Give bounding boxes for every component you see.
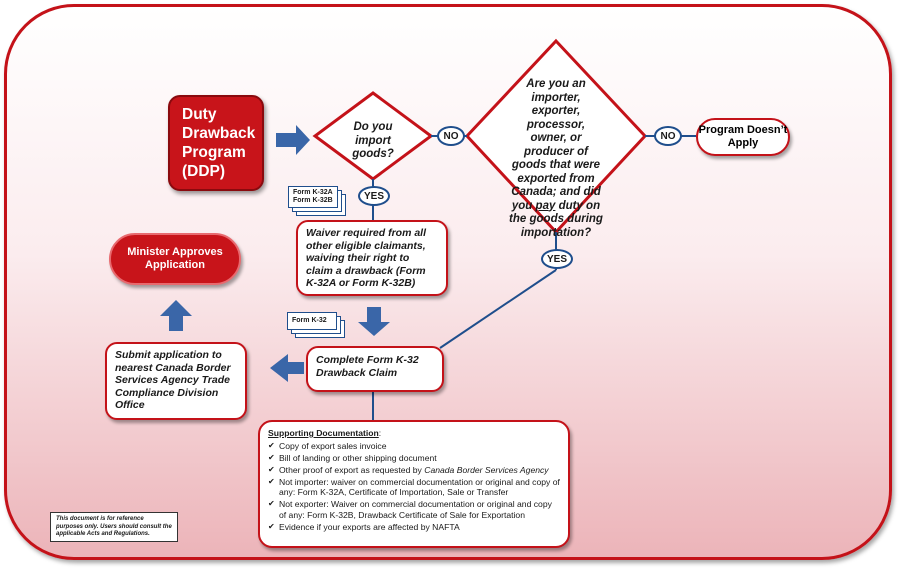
- form-k32-docs: Form K-32: [287, 312, 349, 342]
- submit-box: Submit application to nearest Canada Bor…: [105, 342, 247, 420]
- list-item: Evidence if your exports are affected by…: [268, 522, 560, 533]
- doc-label: Form K-32A Form K-32B: [293, 189, 333, 205]
- item3-emphasis: Canada Border Services Agency: [424, 464, 549, 475]
- item3-text: Other proof of export as requested by: [279, 464, 422, 475]
- no-oval-2: NO: [654, 126, 682, 146]
- role-decision-main: Are you an importer, exporter, processor…: [511, 78, 601, 212]
- complete-form-box: Complete Form K-32 Drawback Claim: [306, 346, 444, 392]
- list-item: Bill of landing or other shipping docume…: [268, 453, 560, 464]
- role-decision-pay: pay: [535, 199, 556, 212]
- role-decision-text: Are you an importer, exporter, processor…: [508, 78, 604, 240]
- arrow-left-icon: [270, 354, 304, 382]
- list-item: Copy of export sales invoice: [268, 441, 560, 452]
- arrow-up-icon: [160, 300, 192, 331]
- arrow-down-icon: [358, 307, 390, 336]
- supporting-heading: Supporting Documentation: [268, 428, 379, 438]
- supporting-list: Copy of export sales invoice Bill of lan…: [268, 441, 560, 533]
- supporting-heading-line: Supporting Documentation:: [268, 428, 560, 439]
- disclaimer-note: This document is for reference purposes …: [50, 512, 178, 542]
- list-item: Not importer: waiver on commercial docum…: [268, 477, 560, 498]
- waiver-box: Waiver required from all other eligible …: [296, 220, 448, 296]
- yes-oval-1: YES: [358, 186, 390, 206]
- doc-sheet-front: Form K-32: [287, 312, 337, 330]
- supporting-documentation-box: Supporting Documentation: Copy of export…: [258, 420, 570, 548]
- supporting-heading-colon: :: [378, 428, 382, 438]
- program-not-apply-box: Program Doesn’t Apply: [696, 118, 790, 156]
- no-oval-1: NO: [437, 126, 465, 146]
- connector-yes-to-form: [439, 269, 557, 349]
- start-box: Duty Drawback Program (DDP): [168, 95, 264, 191]
- doc-sheet-front: Form K-32A Form K-32B: [288, 186, 338, 208]
- form-k32-label: Form K-32: [292, 317, 327, 324]
- role-decision-end: duty on the goods during importation?: [509, 199, 603, 239]
- minister-approves-box: Minister Approves Application: [109, 233, 241, 285]
- form-k32a-label: Form K-32A: [293, 189, 333, 196]
- list-item: Not exporter: Waiver on commercial docum…: [268, 499, 560, 520]
- import-decision-text: Do you import goods?: [352, 121, 394, 160]
- list-item: Other proof of export as requested by Ca…: [268, 465, 560, 476]
- arrow-right-icon: [276, 125, 310, 155]
- form-k32a-k32b-docs: Form K-32A Form K-32B: [288, 186, 350, 218]
- form-k32b-label: Form K-32B: [293, 197, 333, 204]
- yes-oval-2: YES: [541, 249, 573, 269]
